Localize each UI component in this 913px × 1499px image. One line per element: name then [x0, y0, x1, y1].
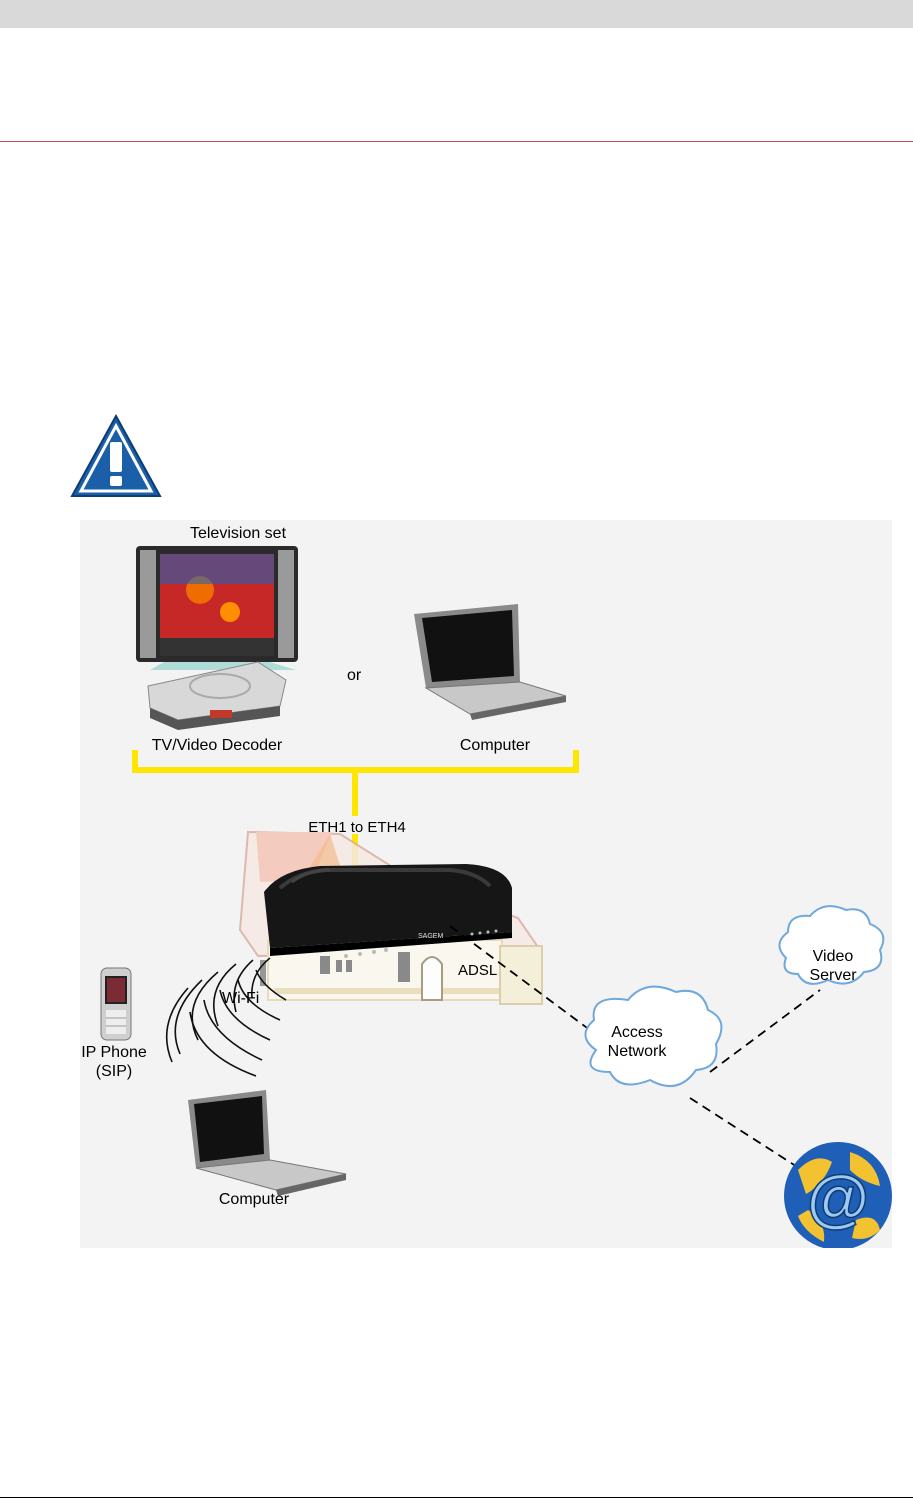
cloud-icon	[778, 905, 885, 985]
network-links	[449, 925, 821, 1171]
warning-icon	[70, 413, 162, 498]
ip-phone-label: IP Phone (SIP)	[69, 1043, 159, 1081]
tv-video-decoder-label: TV/Video Decoder	[151, 737, 283, 754]
adsl-label: ADSL	[458, 962, 498, 979]
cloud-icon	[584, 985, 723, 1088]
decoder-icon	[147, 661, 287, 730]
television-icon	[136, 546, 298, 670]
laptop-icon	[188, 1090, 347, 1196]
wifi-waves-icon	[165, 957, 287, 1077]
or-label: or	[347, 667, 362, 684]
wifi-label: Wi-Fi	[222, 990, 260, 1007]
computer-top-label: Computer	[459, 737, 531, 754]
phone-icon	[100, 967, 132, 1041]
video-server-label: Video Server	[793, 947, 873, 985]
svg-text:@: @	[807, 1162, 869, 1234]
footer-rule	[0, 1497, 913, 1498]
access-network-label: Access Network	[592, 1023, 682, 1061]
globe-icon: @	[784, 1142, 892, 1248]
computer-bottom-label: Computer	[218, 1191, 290, 1208]
eth-ports-label: ETH1 to ETH4	[308, 819, 406, 836]
svg-text:SAGEM: SAGEM	[418, 933, 443, 940]
ip-phone-label-line2: (SIP)	[95, 1063, 133, 1080]
video-server-label-line2: Server	[809, 967, 857, 984]
ip-phone-label-line1: IP Phone	[81, 1044, 147, 1061]
header-rule	[0, 141, 913, 142]
television-set-label: Television set	[189, 525, 287, 542]
access-network-label-line2: Network	[607, 1043, 667, 1060]
header-band	[0, 0, 913, 28]
video-server-label-line1: Video	[812, 948, 854, 965]
laptop-icon	[414, 604, 567, 720]
network-diagram: SAGEM	[80, 520, 892, 1248]
access-network-label-line1: Access	[611, 1024, 663, 1041]
